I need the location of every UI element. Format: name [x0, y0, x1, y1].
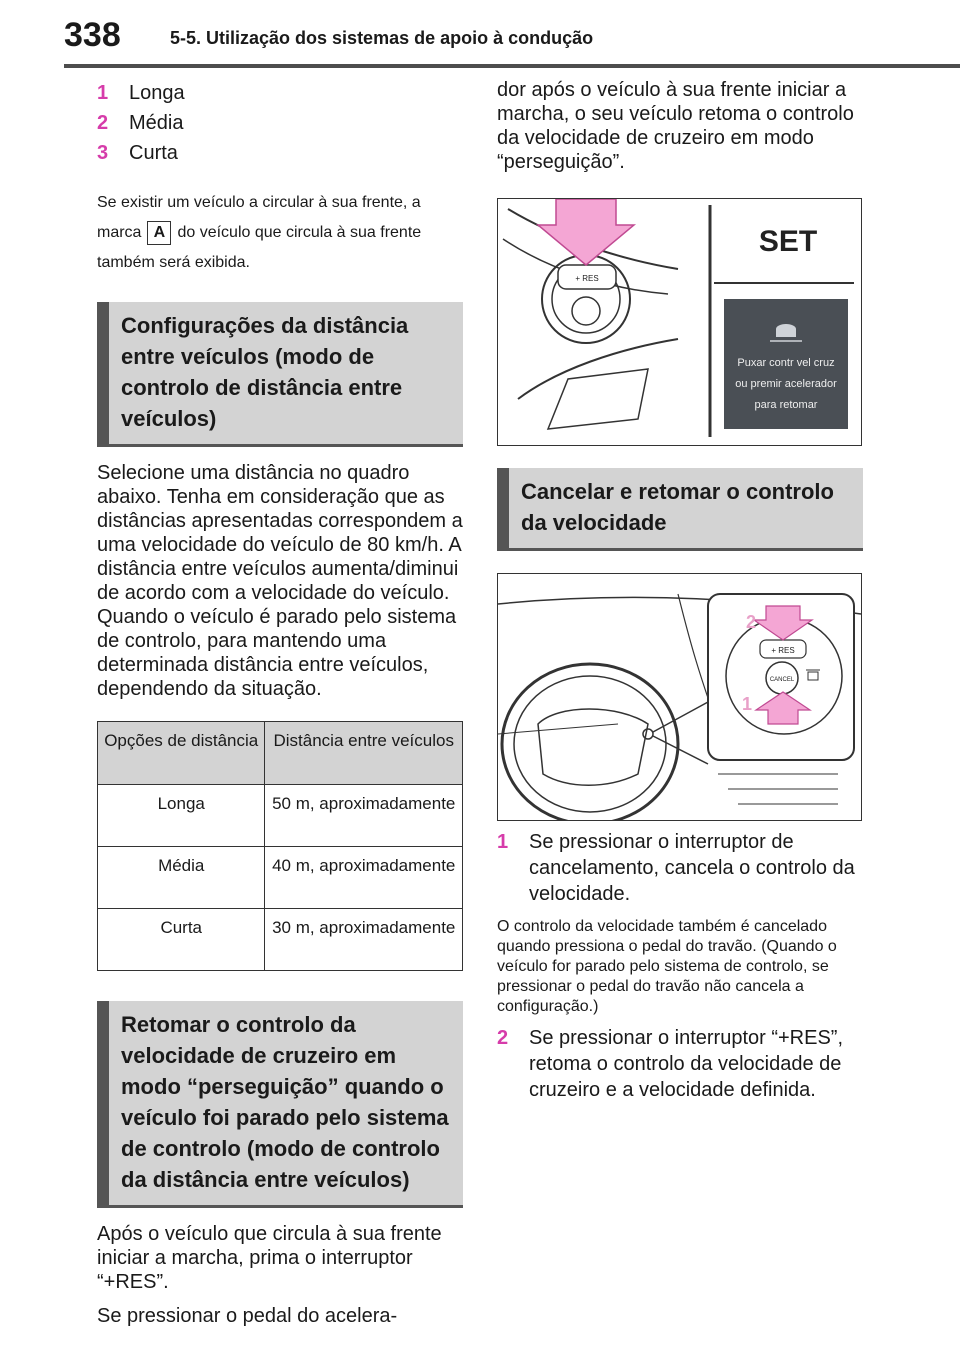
- item-label: Média: [129, 112, 184, 134]
- lead-car-icon: [770, 324, 802, 342]
- marker-note: Se existir um veículo a circular à sua f…: [97, 194, 422, 271]
- table-cell: Longa: [96, 784, 266, 847]
- step-text: Se pressionar o interruptor “+RES”, reto…: [529, 1027, 844, 1101]
- list-item: 1 Longa: [97, 78, 463, 108]
- display-message-line: para retomar: [755, 399, 818, 411]
- table-row: Média 40 m, aproximadamente: [96, 846, 463, 909]
- callout-1: 1: [742, 694, 752, 714]
- press-arrow-icon: [754, 691, 812, 725]
- resume-text-1: Após o veículo que circula à sua frente …: [97, 1223, 442, 1293]
- heading-cancel-resume: Cancelar e retomar o controlo da velocid…: [497, 468, 863, 551]
- table-header-row: Opções de distância Distância entre veíc…: [96, 721, 463, 785]
- heading-resume-control: Retomar o controlo da velocidade de cruz…: [97, 1001, 463, 1208]
- left-column: 1 Longa 2 Média 3 Curta Se existir um ve…: [96, 78, 463, 1328]
- table-cell: 30 m, aproximadamente: [264, 908, 463, 971]
- figure-cancel-switch: + RES CANCEL 2 1: [497, 573, 862, 821]
- list-item: 2 Média: [97, 108, 463, 138]
- step-text: Se pressionar o interruptor de cancelame…: [529, 831, 855, 905]
- page-number: 338: [64, 16, 121, 54]
- item-number: 3: [97, 142, 109, 164]
- distance-description: Selecione uma distância no quadro abaixo…: [97, 462, 463, 700]
- display-set-title: SET: [759, 225, 817, 258]
- table-cell: Média: [96, 846, 266, 909]
- heading-distance-settings: Configurações da distância entre veículo…: [97, 302, 463, 447]
- figure-cancel-svg: + RES CANCEL 2 1: [498, 593, 861, 820]
- list-item: 3 Curta: [97, 138, 463, 168]
- step-number: 2: [497, 1027, 509, 1049]
- list-item: 2 Se pressionar o interruptor “+RES”, re…: [497, 1025, 863, 1103]
- right-column: dor após o veículo à sua frente iniciar …: [497, 78, 863, 1103]
- item-number: 2: [97, 112, 109, 134]
- display-message-line: ou premir acelerador: [735, 378, 837, 390]
- table-cell: 50 m, aproximadamente: [264, 784, 463, 847]
- item-label: Curta: [129, 142, 178, 164]
- marker-a-box: A: [147, 220, 172, 245]
- distance-table: Opções de distância Distância entre veíc…: [96, 721, 463, 971]
- resume-text-2-start: Se pressionar o pedal do acelera-: [97, 1305, 398, 1327]
- res-button-label: + RES: [771, 646, 794, 655]
- table-row: Longa 50 m, aproximadamente: [96, 784, 463, 847]
- item-label: Longa: [129, 82, 185, 104]
- figure-res-svg: + RES SET Puxar contr vel cruz ou premir…: [502, 199, 854, 437]
- press-arrow-icon: [752, 605, 814, 641]
- page-header: 338 5-5. Utilização dos sistemas de apoi…: [0, 0, 960, 70]
- section-title: 5-5. Utilização dos sistemas de apoio à …: [170, 28, 594, 48]
- item-number: 1: [97, 82, 109, 104]
- figure-res-switch-display: + RES SET Puxar contr vel cruz ou premir…: [497, 198, 862, 446]
- list-item: 1 Se pressionar o interruptor de cancela…: [497, 829, 863, 907]
- table-header: Opções de distância: [96, 721, 266, 785]
- res-button-label: + RES: [575, 274, 598, 283]
- callout-2: 2: [746, 612, 756, 632]
- step-number: 1: [497, 831, 509, 853]
- table-cell: 40 m, aproximadamente: [264, 846, 463, 909]
- table-row: Curta 30 m, aproximadamente: [96, 908, 463, 971]
- table-header: Distância entre veículos: [264, 721, 463, 785]
- header-rule: [64, 64, 960, 68]
- display-panel: [724, 299, 848, 429]
- cancel-button-label: CANCEL: [770, 677, 795, 683]
- press-arrow-icon: [535, 199, 637, 266]
- radar-car-icon: [806, 669, 820, 681]
- cancel-steps: 1 Se pressionar o interruptor de cancela…: [497, 829, 863, 1103]
- resume-text-2-continued: dor após o veículo à sua frente iniciar …: [497, 79, 854, 173]
- distance-list: 1 Longa 2 Média 3 Curta: [97, 78, 463, 168]
- cancel-note: O controlo da velocidade também é cancel…: [497, 918, 837, 1015]
- table-cell: Curta: [96, 908, 266, 971]
- display-message-line: Puxar contr vel cruz: [737, 357, 834, 369]
